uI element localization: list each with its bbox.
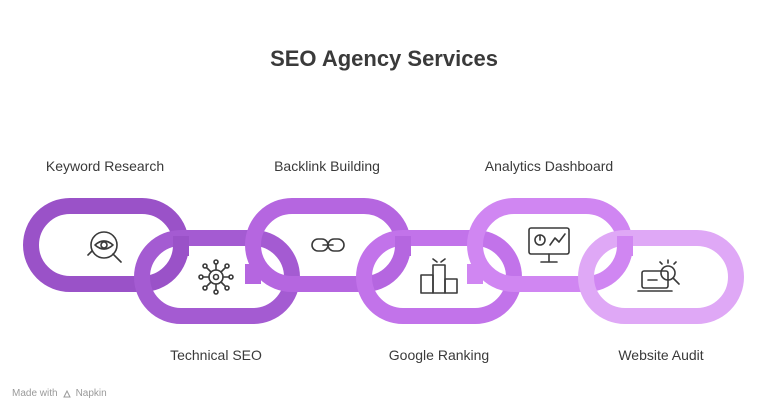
laptop-search-icon (637, 259, 680, 292)
podium-icon (420, 258, 458, 294)
label-analytics-dashboard: Analytics Dashboard (484, 158, 614, 174)
chain-link-website-audit (578, 230, 744, 324)
gear-network-icon (198, 259, 234, 295)
eye-search-icon (87, 231, 122, 263)
label-keyword-research: Keyword Research (45, 158, 165, 174)
label-backlink-building: Backlink Building (274, 158, 380, 174)
label-google-ranking: Google Ranking (388, 347, 490, 363)
label-website-audit: Website Audit (618, 347, 704, 363)
link-icon (311, 238, 345, 252)
napkin-brand-text: Napkin (75, 388, 107, 399)
napkin-logo-icon (62, 389, 71, 397)
napkin-watermark[interactable]: Made with Napkin (12, 388, 107, 399)
made-with-text: Made with (12, 388, 58, 399)
label-technical-seo: Technical SEO (170, 347, 262, 363)
monitor-chart-icon (528, 227, 570, 263)
page-title: SEO Agency Services (270, 46, 498, 71)
